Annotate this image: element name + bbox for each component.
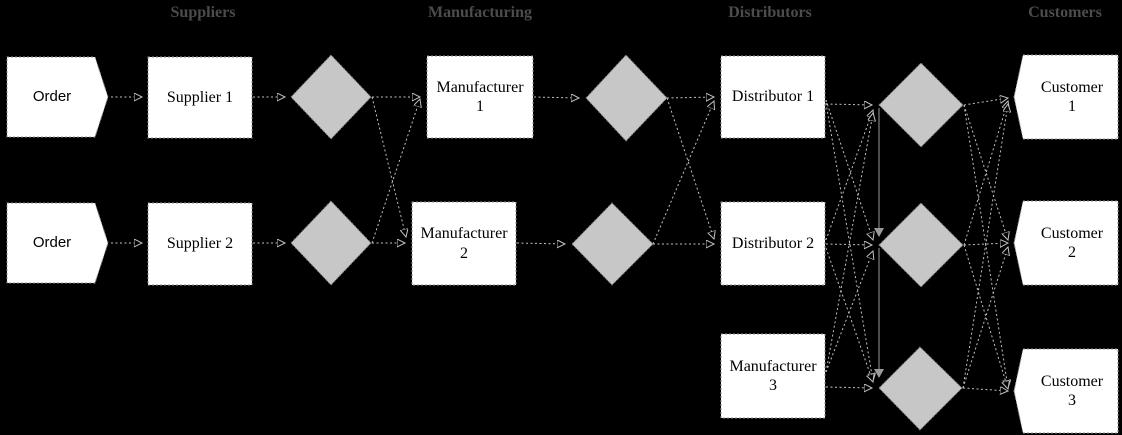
- customer-3-shape[interactable]: [1013, 348, 1119, 434]
- customer-2-shape[interactable]: [1013, 200, 1119, 286]
- customer-1-shape[interactable]: [1013, 54, 1119, 140]
- supplier-2-routing-diamond[interactable]: [290, 200, 372, 286]
- column-header-distributors: Distributors: [728, 4, 812, 21]
- order-1-shape[interactable]: [6, 56, 109, 138]
- node-shapes: [6, 54, 1119, 434]
- column-header-suppliers: Suppliers: [170, 4, 236, 21]
- order-2-shape[interactable]: [6, 202, 109, 284]
- distributor-1-box[interactable]: [720, 55, 826, 139]
- distributor-2-routing-diamond[interactable]: [878, 202, 964, 288]
- column-header-customers: Customers: [1028, 4, 1102, 21]
- manufacturer-2-routing-diamond[interactable]: [571, 202, 654, 286]
- manufacturer-1-box[interactable]: [426, 55, 534, 139]
- column-header-manufacturing: Manufacturing: [428, 4, 532, 21]
- supplier-1-routing-diamond[interactable]: [290, 54, 372, 140]
- manufacturer-1-routing-diamond[interactable]: [585, 54, 668, 142]
- distributor-3-routing-diamond[interactable]: [878, 346, 963, 431]
- manufacturer-2-box[interactable]: [411, 201, 517, 286]
- connector-lines: [111, 97, 1008, 391]
- distributor-1-routing-diamond[interactable]: [878, 62, 964, 148]
- supplier-1-box[interactable]: [147, 56, 253, 139]
- distributor-2-box[interactable]: [720, 201, 826, 286]
- manufacturer-3-box[interactable]: [720, 333, 826, 419]
- supplier-2-box[interactable]: [147, 202, 253, 286]
